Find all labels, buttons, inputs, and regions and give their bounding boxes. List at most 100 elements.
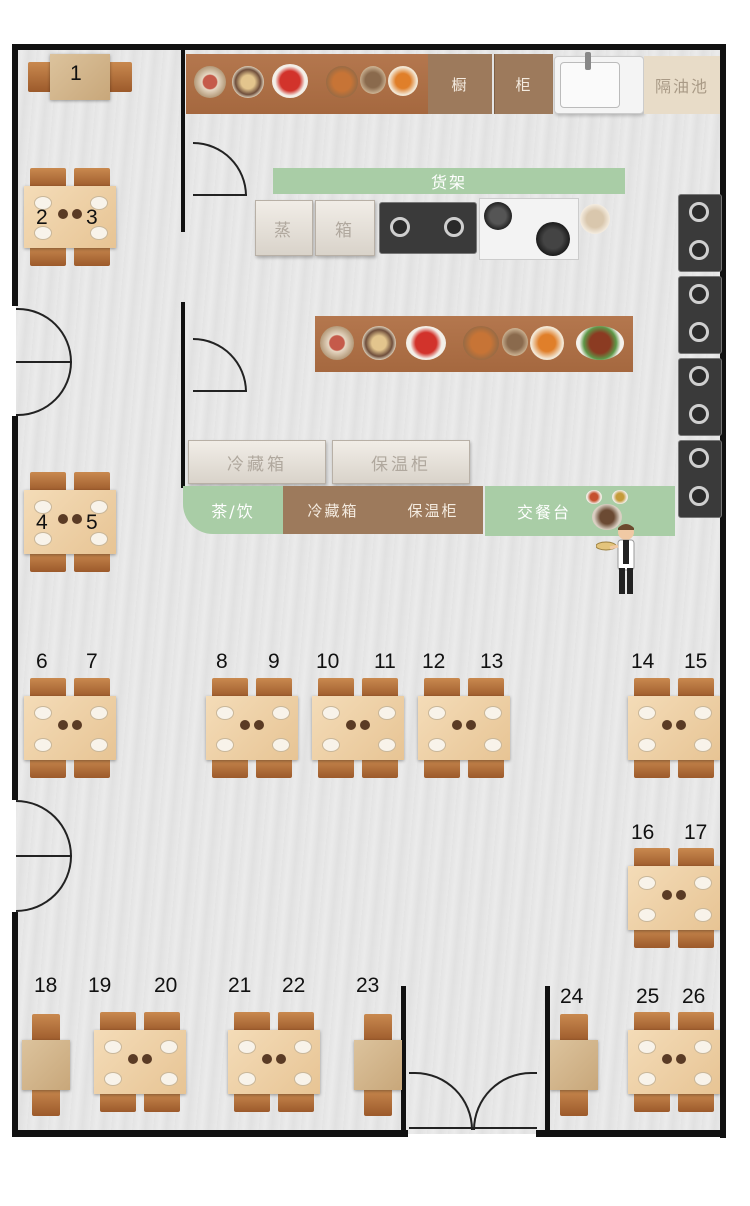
- burner-icon: [689, 322, 709, 342]
- wall-bottom-left: [12, 1130, 408, 1137]
- plate-icon: [104, 1040, 122, 1054]
- chair: [678, 848, 714, 868]
- chair: [278, 1012, 314, 1032]
- burner-icon: [689, 404, 709, 424]
- dish-icon: [326, 66, 358, 98]
- chair: [424, 678, 460, 698]
- table-number-24: 24: [560, 985, 584, 1008]
- dish-icon: [58, 720, 68, 730]
- chair: [108, 62, 132, 92]
- dish-icon: [58, 209, 68, 219]
- chair: [634, 1012, 670, 1032]
- table-number-3: 3: [86, 206, 98, 229]
- cupboard-right-label: 柜: [515, 75, 533, 94]
- burner-icon: [689, 284, 709, 304]
- plate-icon: [638, 1040, 656, 1054]
- wall-right: [720, 44, 726, 1138]
- table-number-8: 8: [216, 650, 228, 673]
- chair: [362, 758, 398, 778]
- door-kitchen-lower-leaf: [193, 390, 247, 392]
- dining-table: [354, 1040, 402, 1090]
- plate-icon: [238, 1072, 256, 1086]
- table-number-19: 19: [88, 974, 112, 997]
- cupboard-left: 橱: [428, 54, 492, 114]
- chair: [678, 928, 714, 948]
- plate-icon: [378, 706, 396, 720]
- dining-table: [22, 1040, 70, 1090]
- chair: [74, 758, 110, 778]
- dish-icon: [662, 720, 672, 730]
- plate-icon: [90, 532, 108, 546]
- chair: [28, 62, 52, 92]
- plate-icon: [90, 226, 108, 240]
- plate-icon: [90, 738, 108, 752]
- dining-table: [550, 1040, 598, 1090]
- chair: [144, 1012, 180, 1032]
- plate-icon: [428, 738, 446, 752]
- dish-icon: [362, 326, 396, 360]
- chair: [560, 1088, 588, 1116]
- chair: [212, 758, 248, 778]
- door-left-upper-leaf: [16, 361, 72, 363]
- entrance-post-right: [545, 986, 550, 1134]
- chair: [278, 1092, 314, 1112]
- table-number-25: 25: [636, 985, 660, 1008]
- dish-icon: [254, 720, 264, 730]
- dish-icon: [262, 1054, 272, 1064]
- table-number-16: 16: [631, 821, 655, 844]
- tea-drinks-label: 茶/饮: [211, 502, 255, 521]
- table-number-4: 4: [36, 511, 48, 534]
- chair: [74, 168, 110, 188]
- plate-icon: [378, 738, 396, 752]
- table-number-18: 18: [34, 974, 58, 997]
- chair: [30, 552, 66, 572]
- chair: [634, 848, 670, 868]
- table-number-21: 21: [228, 974, 252, 997]
- plate-icon: [322, 738, 340, 752]
- dish-icon: [466, 720, 476, 730]
- table-number-22: 22: [282, 974, 306, 997]
- plate-icon: [694, 876, 712, 890]
- table-number-11: 11: [374, 650, 396, 673]
- chair: [32, 1014, 60, 1042]
- grease-trap-label: 隔油池: [654, 77, 709, 96]
- dish-icon: [360, 66, 386, 94]
- dish-icon: [406, 326, 446, 360]
- dish-icon: [58, 514, 68, 524]
- plate-icon: [638, 1072, 656, 1086]
- dish-icon: [662, 890, 672, 900]
- grease-trap: 隔油池: [644, 56, 720, 114]
- door-left-lower-leaf: [16, 855, 72, 857]
- plate-icon: [216, 706, 234, 720]
- plate-icon: [694, 1040, 712, 1054]
- plate-icon: [160, 1040, 178, 1054]
- burner-icon: [689, 202, 709, 222]
- counter-fridge-label: 冷藏箱: [307, 501, 359, 520]
- dish-icon: [240, 720, 250, 730]
- chair: [32, 1088, 60, 1116]
- table-number-10: 10: [316, 650, 340, 673]
- dining-table: [50, 54, 110, 100]
- plate-icon: [272, 738, 290, 752]
- plate-icon: [638, 706, 656, 720]
- chair: [74, 472, 110, 492]
- chair: [234, 1012, 270, 1032]
- chair: [74, 246, 110, 266]
- chair: [100, 1092, 136, 1112]
- table-number-6: 6: [36, 650, 48, 673]
- plate-icon: [34, 706, 52, 720]
- plate-icon: [160, 1072, 178, 1086]
- shelf-label: 货架: [430, 173, 467, 192]
- table-number-1: 1: [70, 62, 82, 85]
- burner-icon: [390, 217, 410, 237]
- chair: [30, 472, 66, 492]
- chair: [634, 1092, 670, 1112]
- pot-icon: [536, 222, 570, 256]
- dish-icon: [676, 720, 686, 730]
- table-number-14: 14: [631, 650, 655, 673]
- plate-icon: [638, 738, 656, 752]
- sink-basin: [560, 62, 620, 108]
- handover-counter-label: 交餐台: [517, 503, 572, 522]
- plate-icon: [90, 500, 108, 514]
- plate-icon: [272, 706, 290, 720]
